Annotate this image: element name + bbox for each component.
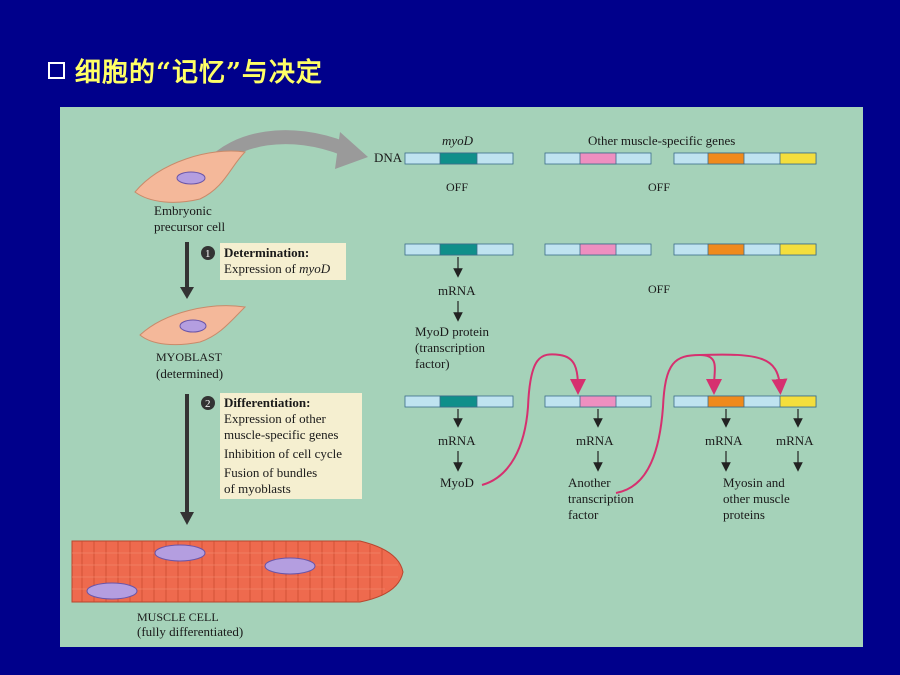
myosin-label-3: proteins: [723, 507, 765, 522]
vertical-arrow-2-head: [180, 512, 194, 525]
step2-number: 2: [205, 398, 211, 410]
another-tf-label-2: transcription: [568, 491, 634, 506]
myosin-label-1: Myosin and: [723, 475, 785, 490]
dna-row-1: [404, 152, 817, 165]
another-tf-label-3: factor: [568, 507, 599, 522]
step1-title: Determination:: [224, 245, 309, 260]
another-tf-label-1: Another: [568, 475, 611, 490]
muscle-cell: [71, 540, 404, 603]
myod-protein-label-1: MyoD protein: [415, 324, 490, 339]
row3-myod: MyoD: [440, 475, 474, 490]
myoblast-label-2: (determined): [156, 366, 223, 381]
off-label-other: OFF: [648, 180, 670, 194]
embryonic-label-1: Embryonic: [154, 203, 212, 218]
step2-line-5: of myoblasts: [224, 481, 291, 496]
myod-gene-label: myoD: [442, 133, 474, 148]
row3-mrna-2: mRNA: [576, 433, 614, 448]
slide-title: 细胞的“记忆”与决定: [48, 52, 323, 89]
step2-title: Differentiation:: [224, 395, 310, 410]
myosin-label-2: other muscle: [723, 491, 790, 506]
step2-line-1: Expression of other: [224, 411, 326, 426]
dna-label: DNA: [374, 150, 403, 165]
embryonic-label-2: precursor cell: [154, 219, 225, 234]
muscle-nucleus-3: [86, 582, 138, 600]
myod-activation-arrow: [481, 353, 586, 486]
tf-activation-arrow: [615, 353, 723, 494]
step2-line-2: muscle-specific genes: [224, 427, 338, 442]
step2-box: [220, 393, 362, 499]
myod-protein-label-3: factor): [415, 356, 450, 371]
muscle-nucleus-2: [264, 557, 316, 575]
muscle-cell-label-2: (fully differentiated): [137, 624, 243, 639]
myoblast-label-1: MYOBLAST: [156, 350, 223, 364]
muscle-cell-label-1: MUSCLE CELL: [137, 610, 219, 624]
step1-number: 1: [205, 248, 211, 260]
row3-mrna-4: mRNA: [776, 433, 814, 448]
tf-activation-arrow-branch: [699, 353, 788, 395]
nucleus-to-dna-arrowhead: [335, 132, 368, 169]
title-text: 细胞的“记忆”与决定: [75, 58, 323, 88]
muscle-nucleus-1: [154, 544, 206, 562]
step2-line-4: Fusion of bundles: [224, 465, 317, 480]
square-bullet-icon: [48, 62, 65, 79]
dna-row-2: [404, 243, 817, 256]
step1-box: [220, 243, 346, 280]
myod-protein-label-2: (transcription: [415, 340, 486, 355]
row3-mrna-3: mRNA: [705, 433, 743, 448]
step1-number-badge: [201, 246, 215, 260]
step2-number-badge: [201, 396, 215, 410]
muscle-differentiation-diagram: Embryonic precursor cell 1 Determination…: [71, 130, 817, 639]
embryonic-nucleus: [176, 171, 206, 185]
step2-line-3: Inhibition of cell cycle: [224, 446, 342, 461]
off-label-row2: OFF: [648, 282, 670, 296]
step1-line: Expression of myoD: [224, 261, 331, 276]
row2-mrna: mRNA: [438, 283, 476, 298]
vertical-arrow-1-head: [180, 287, 194, 299]
off-label-myod: OFF: [446, 180, 468, 194]
other-genes-label: Other muscle-specific genes: [588, 133, 735, 148]
figure-panel: Embryonic precursor cell 1 Determination…: [60, 107, 863, 647]
dna-row-3: [404, 395, 817, 408]
row3-mrna-1: mRNA: [438, 433, 476, 448]
myoblast-nucleus: [179, 319, 207, 333]
